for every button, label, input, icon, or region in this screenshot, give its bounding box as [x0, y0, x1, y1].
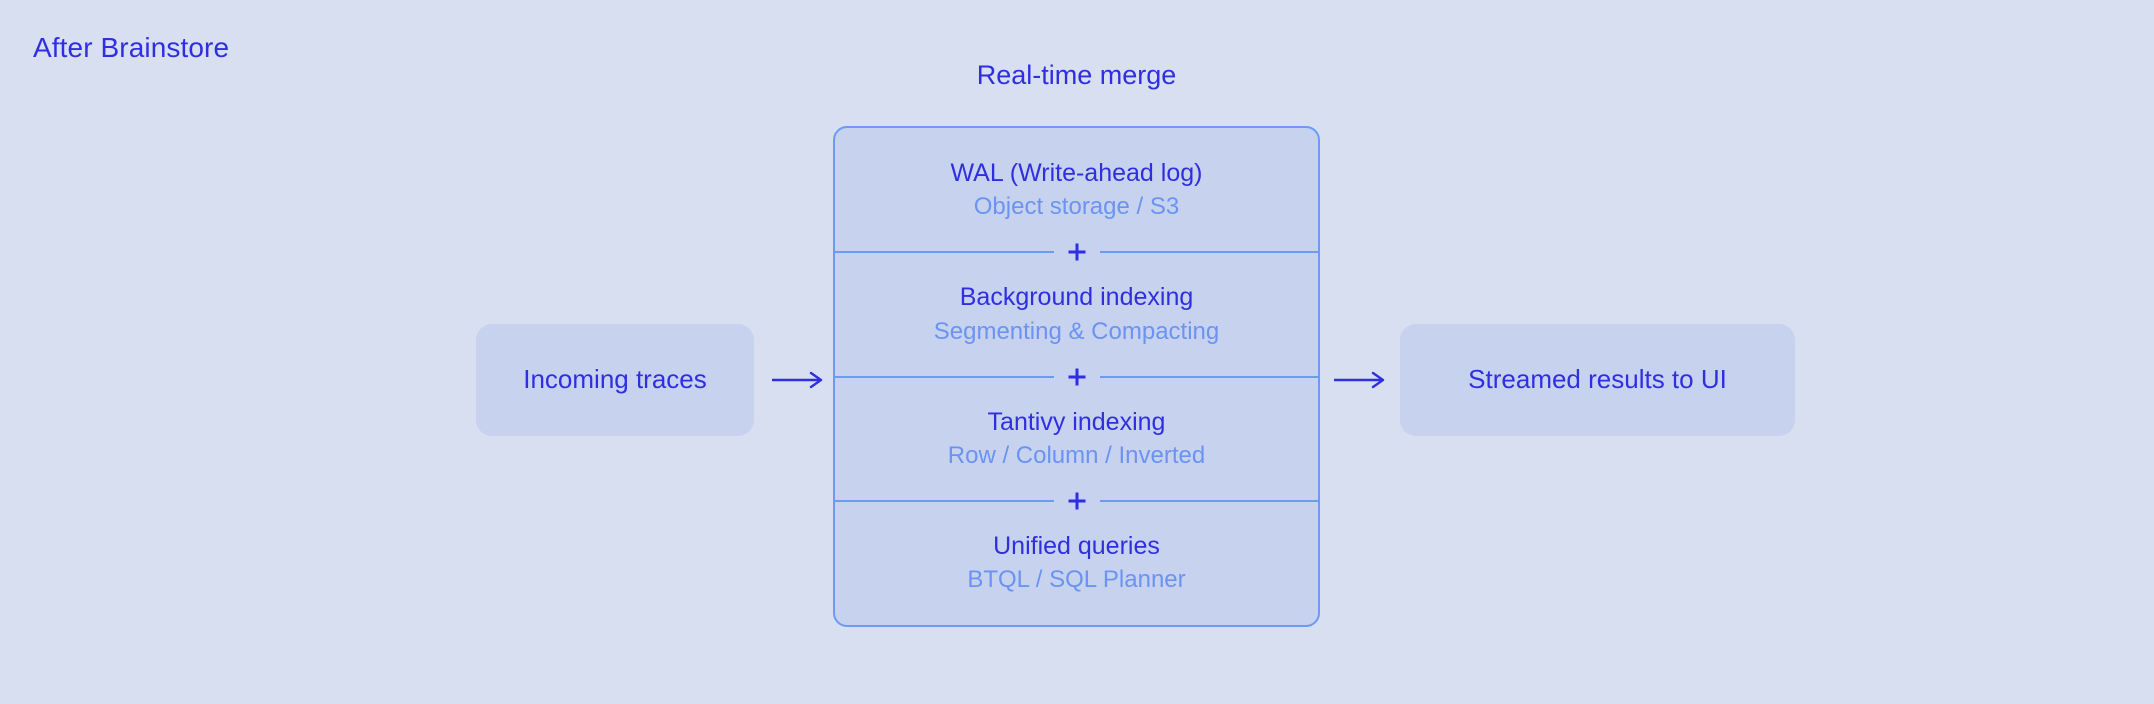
page-title: After Brainstore [33, 32, 230, 63]
real-time-merge-stack: WAL (Write-ahead log) Object storage / S… [833, 126, 1320, 627]
stack-layer-subtitle: Segmenting & Compacting [933, 317, 1220, 345]
stack-layer-subtitle: Row / Column / Inverted [947, 441, 1206, 469]
arrow-right-icon-input [770, 361, 828, 399]
stack-layer-title: Background indexing [959, 283, 1194, 312]
incoming-traces-label: Incoming traces [523, 364, 707, 395]
incoming-traces-box: Incoming traces [476, 324, 754, 436]
merge-stack-caption: Real-time merge [976, 60, 1177, 90]
arrow-right-icon-output [1332, 361, 1390, 399]
streamed-results-box: Streamed results to UI [1400, 324, 1795, 436]
stack-layer-background-indexing: Background indexing Segmenting & Compact… [835, 252, 1318, 378]
stack-layer-wal: WAL (Write-ahead log) Object storage / S… [835, 128, 1318, 254]
stack-layer-unified-queries: Unified queries BTQL / SQL Planner [835, 501, 1318, 625]
stack-layer-subtitle: Object storage / S3 [973, 193, 1180, 221]
stack-layer-title: Tantivy indexing [987, 407, 1166, 436]
stack-layer-subtitle: BTQL / SQL Planner [967, 566, 1186, 593]
stack-layer-tantivy-indexing: Tantivy indexing Row / Column / Inverted [835, 377, 1318, 502]
streamed-results-label: Streamed results to UI [1468, 364, 1727, 395]
stack-layer-title: Unified queries [993, 531, 1160, 560]
stack-layer-title: WAL (Write-ahead log) [950, 159, 1203, 187]
